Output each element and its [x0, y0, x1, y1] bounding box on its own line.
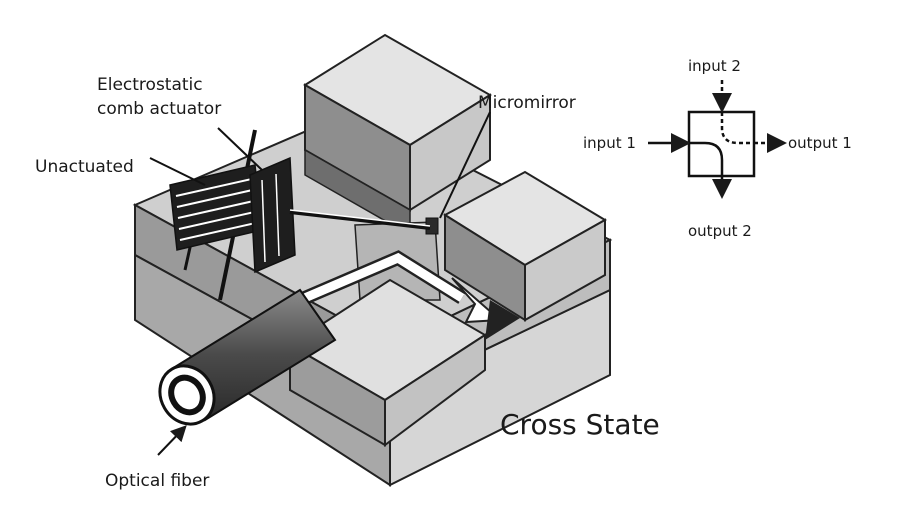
front-block	[288, 278, 487, 447]
label-comb-actuator-line2: comb actuator	[97, 99, 221, 119]
optical-fiber	[158, 288, 337, 426]
comb-actuator	[169, 129, 431, 301]
leader-comb-actuator	[217, 127, 263, 171]
schematic-label-input2: input 2	[688, 57, 741, 75]
schematic-label-output1: output 1	[788, 134, 852, 152]
leader-unactuated	[149, 157, 206, 186]
schematic-label-input1: input 1	[583, 134, 636, 152]
right-block	[443, 170, 607, 322]
label-unactuated: Unactuated	[35, 157, 134, 177]
diagram-title: Cross State	[500, 408, 660, 441]
leader-micromirror	[439, 111, 491, 219]
back-block	[303, 33, 492, 237]
light-path-arrow	[297, 250, 520, 340]
schematic-label-output2: output 2	[688, 222, 752, 240]
label-micromirror: Micromirror	[478, 93, 576, 113]
schematic-dashed-path	[720, 112, 754, 145]
schematic-solid-path	[689, 141, 724, 176]
leader-lines	[149, 111, 491, 456]
leader-optical-fiber	[157, 425, 187, 456]
label-optical-fiber: Optical fiber	[105, 471, 209, 491]
switch-schematic: input 1 input 2 output 1 output 2	[583, 57, 852, 240]
label-comb-actuator-line1: Electrostatic	[97, 75, 203, 95]
